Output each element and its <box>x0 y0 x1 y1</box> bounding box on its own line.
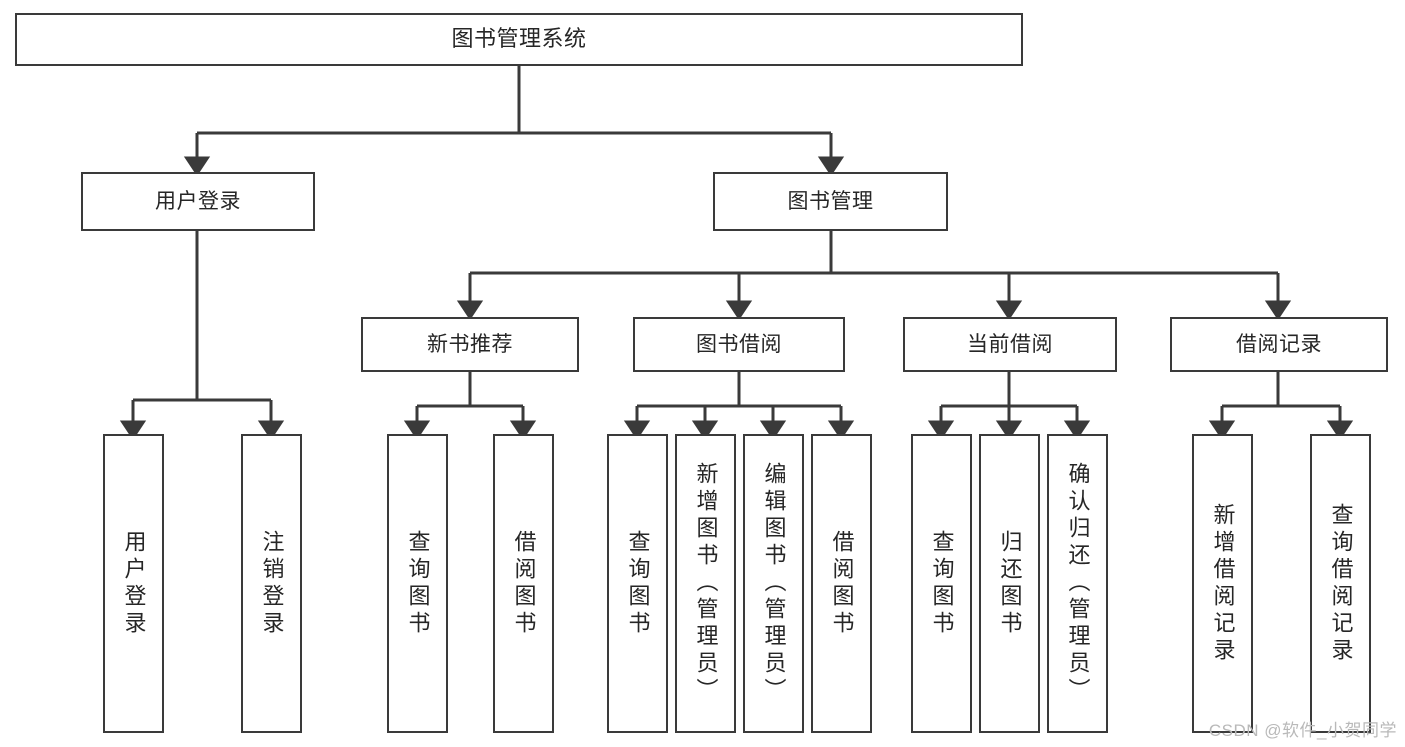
node-new-book-recommend[interactable]: 新书推荐 <box>361 317 579 372</box>
leaf-user-logout[interactable]: 注销登录 <box>241 434 302 733</box>
leaf-query-book-2[interactable]: 查询图书 <box>607 434 668 733</box>
node-label: 用户登录 <box>121 529 147 638</box>
node-label: 当前借阅 <box>967 332 1053 356</box>
node-label: 图书管理 <box>787 189 874 213</box>
node-label: 新增借阅记录 <box>1210 502 1236 665</box>
node-label: 用户登录 <box>155 189 241 213</box>
node-label: 图书借阅 <box>696 332 782 356</box>
node-book-manage[interactable]: 图书管理 <box>713 172 948 231</box>
node-label: 归还图书 <box>997 529 1023 638</box>
node-label: 查询图书 <box>625 529 651 638</box>
leaf-confirm-return[interactable]: 确认归还（管理员） <box>1047 434 1108 733</box>
leaf-add-book[interactable]: 新增图书（管理员） <box>675 434 736 733</box>
node-label: 注销登录 <box>259 529 285 638</box>
leaf-query-book-3[interactable]: 查询图书 <box>911 434 972 733</box>
leaf-borrow-book-1[interactable]: 借阅图书 <box>493 434 554 733</box>
node-label: 新增图书（管理员） <box>693 462 719 705</box>
leaf-return-book[interactable]: 归还图书 <box>979 434 1040 733</box>
node-label: 查询图书 <box>929 529 955 638</box>
node-current-borrow[interactable]: 当前借阅 <box>903 317 1117 372</box>
node-label: 新书推荐 <box>427 332 513 356</box>
node-label: 借阅图书 <box>829 529 855 638</box>
node-label: 确认归还（管理员） <box>1065 462 1091 705</box>
leaf-borrow-book-2[interactable]: 借阅图书 <box>811 434 872 733</box>
node-label: 图书管理系统 <box>451 26 587 52</box>
node-label: 借阅图书 <box>511 529 537 638</box>
leaf-query-record[interactable]: 查询借阅记录 <box>1310 434 1371 733</box>
leaf-user-login[interactable]: 用户登录 <box>103 434 164 733</box>
node-borrow-record[interactable]: 借阅记录 <box>1170 317 1388 372</box>
node-label: 查询图书 <box>405 529 431 638</box>
csdn-watermark: CSDN @软件_小贺同学 <box>1208 721 1397 740</box>
node-label: 编辑图书（管理员） <box>761 462 787 705</box>
leaf-edit-book[interactable]: 编辑图书（管理员） <box>743 434 804 733</box>
node-user-login[interactable]: 用户登录 <box>81 172 315 231</box>
leaf-query-book-1[interactable]: 查询图书 <box>387 434 448 733</box>
node-book-borrow[interactable]: 图书借阅 <box>633 317 845 372</box>
node-label: 借阅记录 <box>1236 332 1322 356</box>
node-book-management-system[interactable]: 图书管理系统 <box>15 13 1023 66</box>
leaf-add-record[interactable]: 新增借阅记录 <box>1192 434 1253 733</box>
node-label: 查询借阅记录 <box>1328 502 1354 665</box>
